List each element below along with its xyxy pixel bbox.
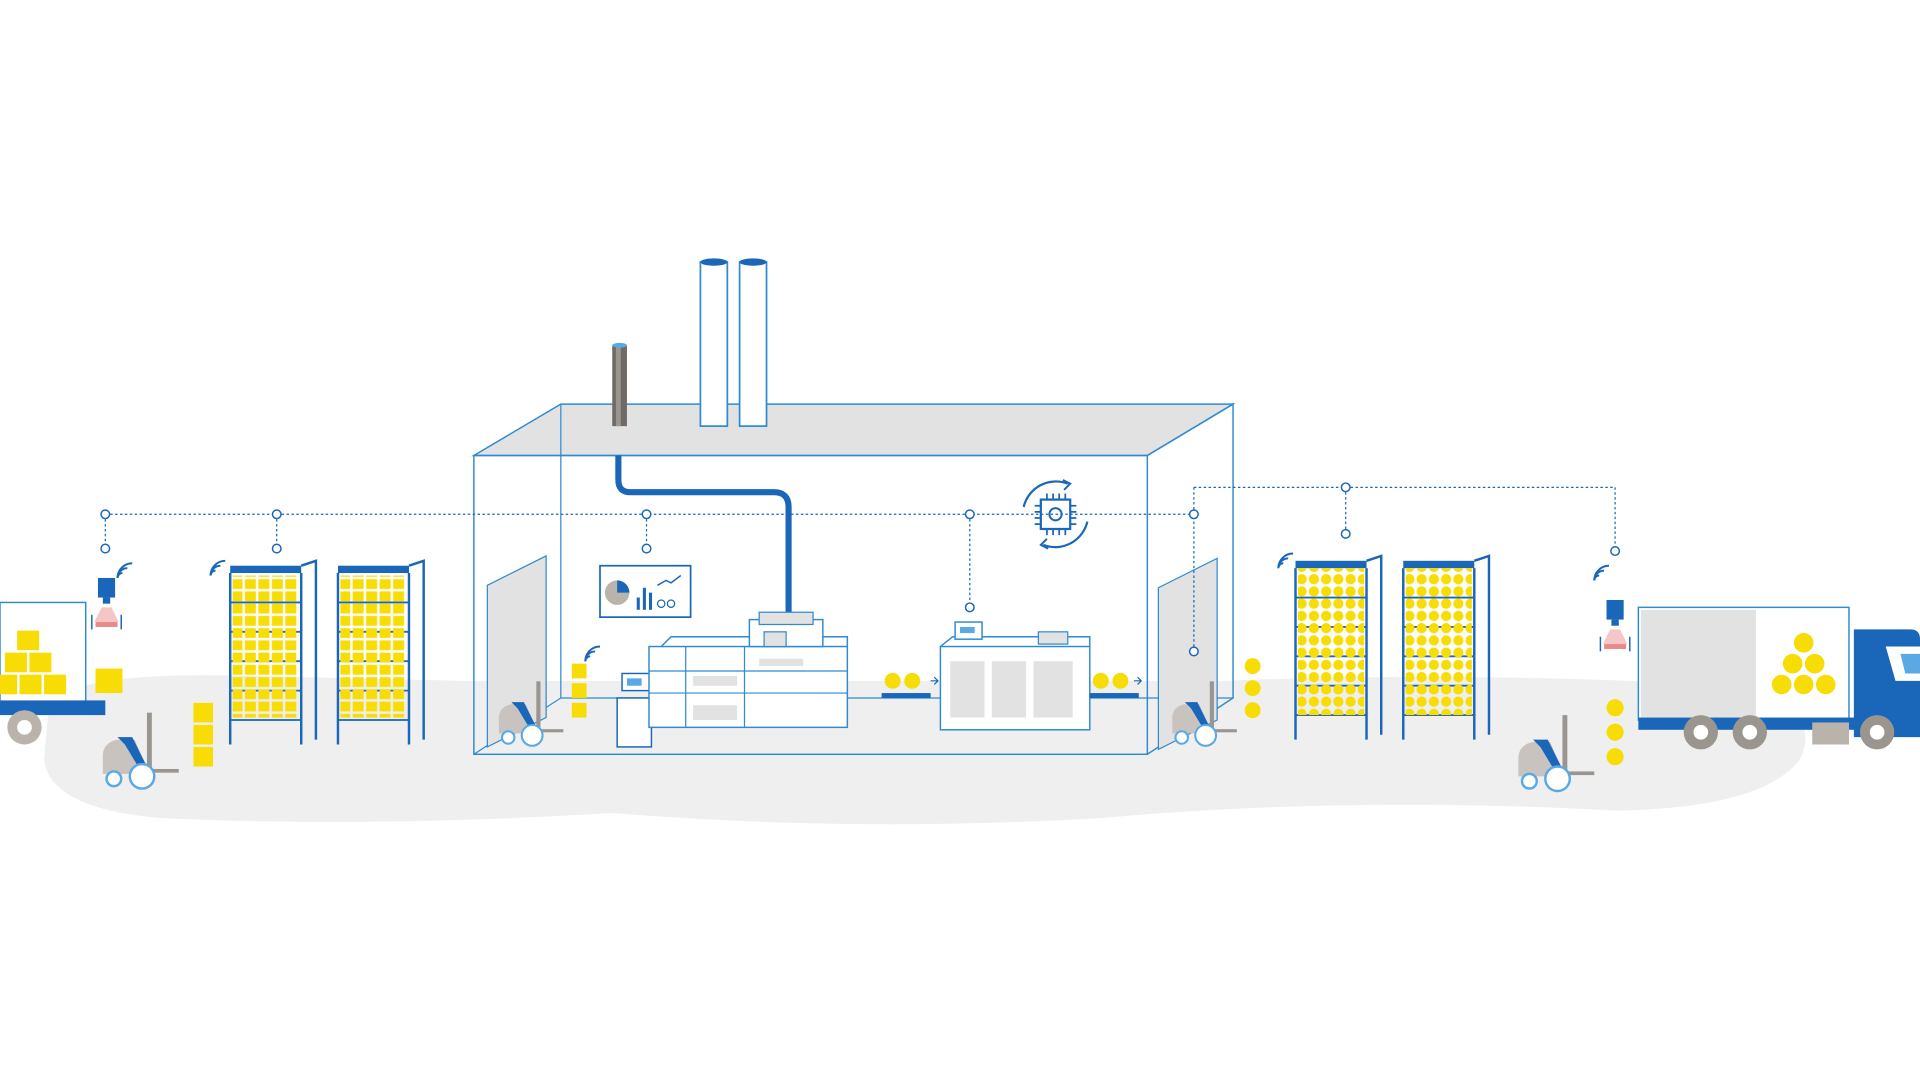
control-terminal: [616, 672, 653, 748]
chimney-icon: [612, 342, 627, 427]
stacked-boxes: [571, 663, 587, 718]
wifi-icon: [1593, 564, 1610, 582]
chimney-icon: [738, 258, 768, 427]
factory-building: [471, 258, 1261, 756]
finished-goods-rack-2: [1402, 554, 1491, 741]
conveyor-icon: [1089, 672, 1143, 698]
stacked-goods: [1244, 658, 1261, 719]
wifi-icon: [584, 645, 601, 663]
outbound-rfid-scanner: [1599, 599, 1631, 653]
inbound-truck: [0, 601, 123, 745]
process-pipe: [615, 455, 792, 618]
packaging-machine: [939, 621, 1091, 731]
forklift-icon: [101, 702, 214, 790]
processing-machine: [648, 611, 849, 729]
floor-shadow: [44, 675, 1806, 825]
factory-exit-door: [1157, 557, 1218, 751]
stacked-goods: [1606, 699, 1624, 766]
raw-material-rack-2: [336, 559, 425, 746]
chimney-icon: [699, 258, 729, 427]
truck-icon: [1637, 606, 1920, 750]
wifi-icon: [1277, 552, 1295, 570]
raw-material-rack-1: [228, 559, 318, 746]
finished-goods-rack-1: [1294, 554, 1383, 741]
inbound-rfid-scanner: [91, 577, 122, 631]
network-connections: [104, 486, 1616, 652]
wifi-icon: [116, 562, 134, 579]
dashboard-chart-icon: [599, 564, 692, 618]
factory-roof: [471, 403, 1236, 457]
truck-cargo-goods: [1771, 633, 1836, 695]
conveyor-icon: [881, 672, 939, 698]
network-nodes: [100, 482, 1621, 657]
wifi-icon: [209, 559, 227, 577]
truck-cargo-boxes: [0, 630, 67, 695]
factory-entry-door: [486, 554, 547, 748]
